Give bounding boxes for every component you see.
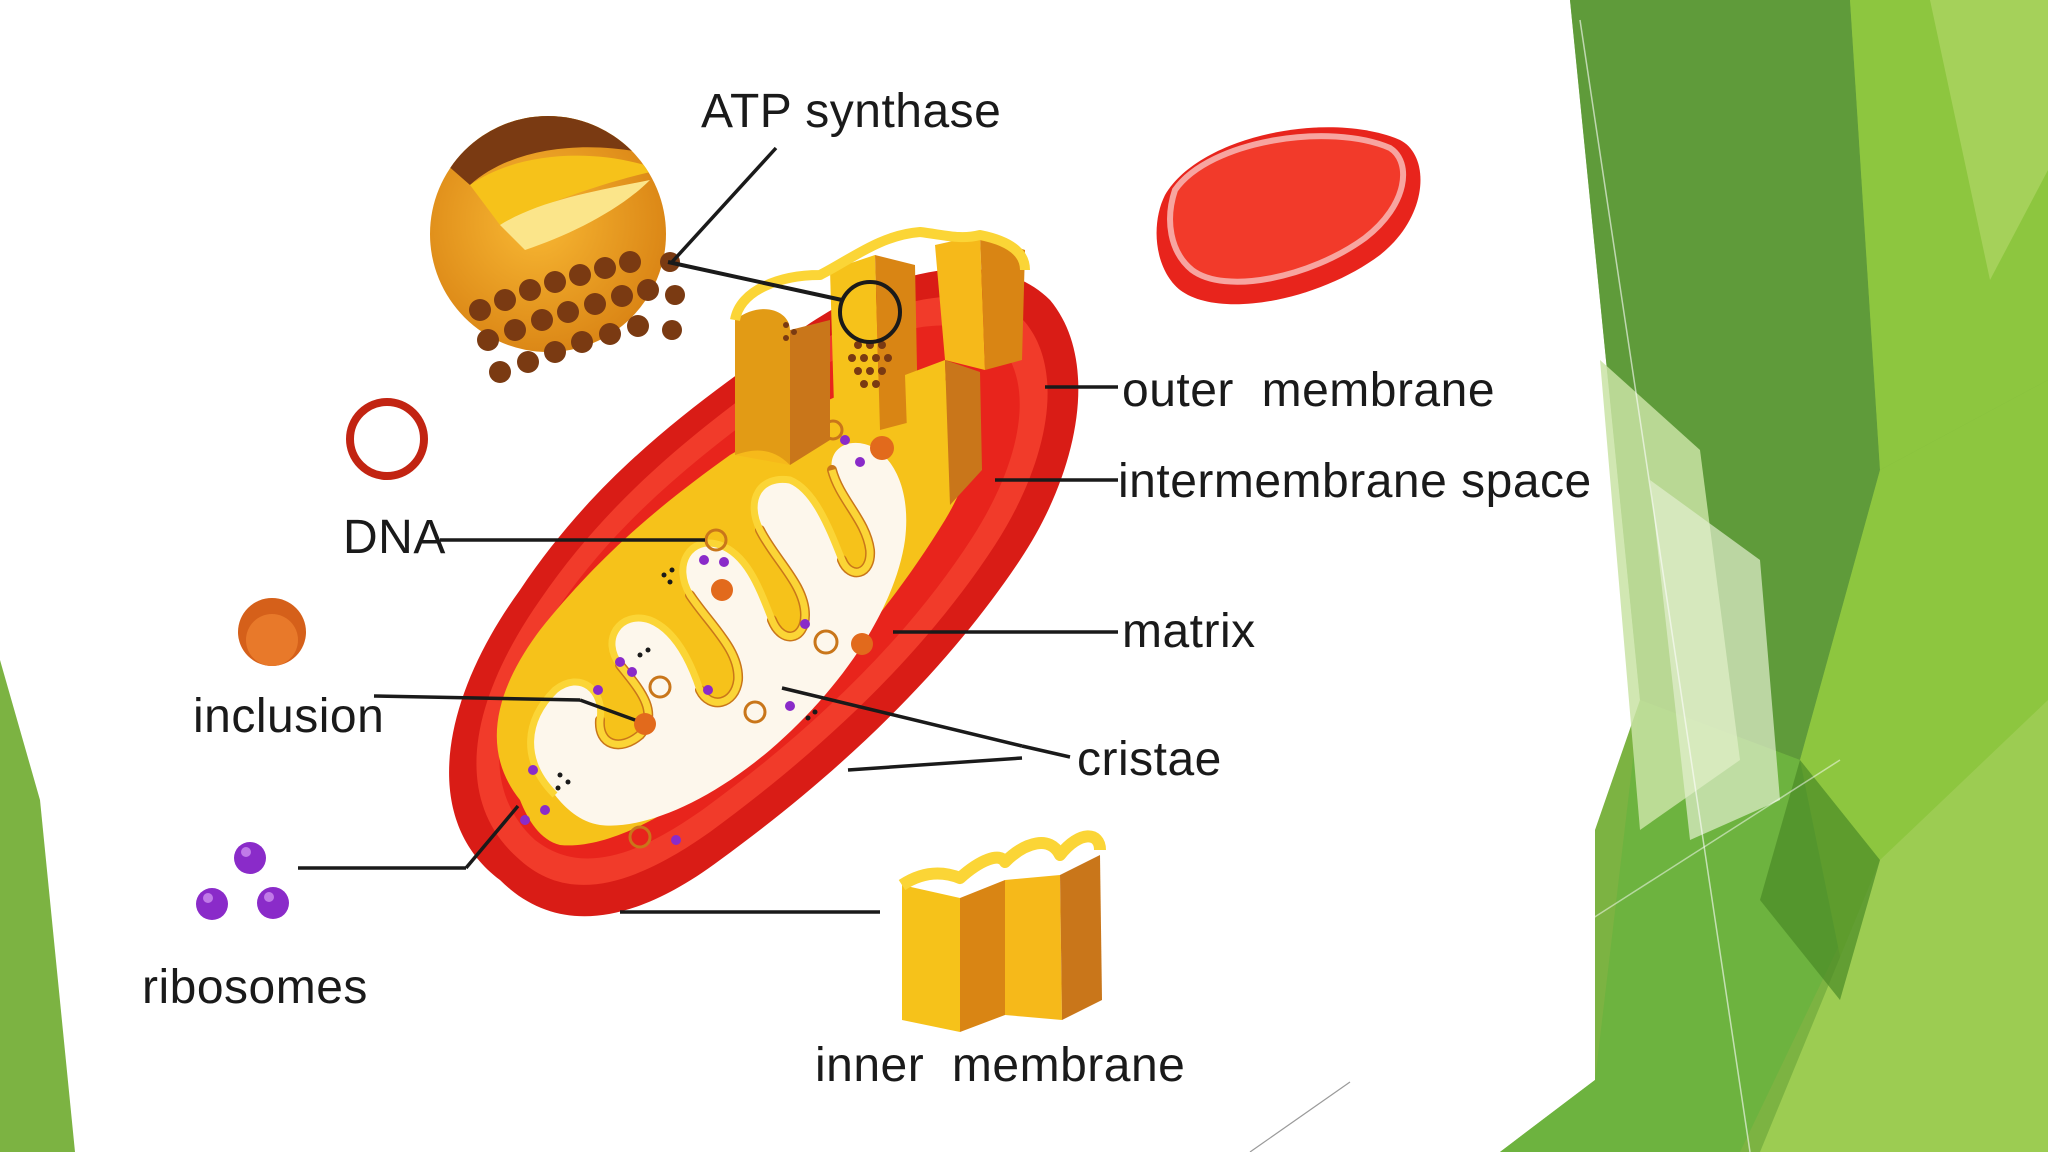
cut-open-cristae-top: [730, 227, 1030, 515]
atp-synthase-heads: [469, 251, 685, 383]
mitochondrion-body: [449, 227, 1079, 917]
label-inclusion: inclusion: [193, 690, 384, 743]
leader-lines: [298, 146, 1118, 914]
label-inner-membrane: inner membrane: [815, 1039, 1185, 1092]
label-atp-synthase: ATP synthase: [701, 85, 1001, 138]
green-decoration-left: [0, 660, 75, 1152]
bottom-decoration-lines: [1249, 1081, 1351, 1152]
green-decoration-right: [1500, 0, 2048, 1152]
label-intermembrane-space: intermembrane space: [1118, 455, 1592, 508]
label-ribosomes: ribosomes: [142, 961, 368, 1014]
label-cristae: cristae: [1077, 733, 1222, 786]
label-matrix: matrix: [1122, 605, 1256, 658]
label-outer-membrane: outer membrane: [1122, 364, 1495, 417]
mitochondrion-fragment-icon: [1156, 127, 1421, 305]
matrix-contents: [520, 419, 894, 849]
ribosomes-icon: [196, 842, 289, 920]
inclusion-icon: [238, 598, 306, 666]
dna-icon: [346, 398, 428, 480]
label-dna: DNA: [343, 511, 446, 564]
inner-membrane-fragment-icon: [898, 830, 1106, 1032]
